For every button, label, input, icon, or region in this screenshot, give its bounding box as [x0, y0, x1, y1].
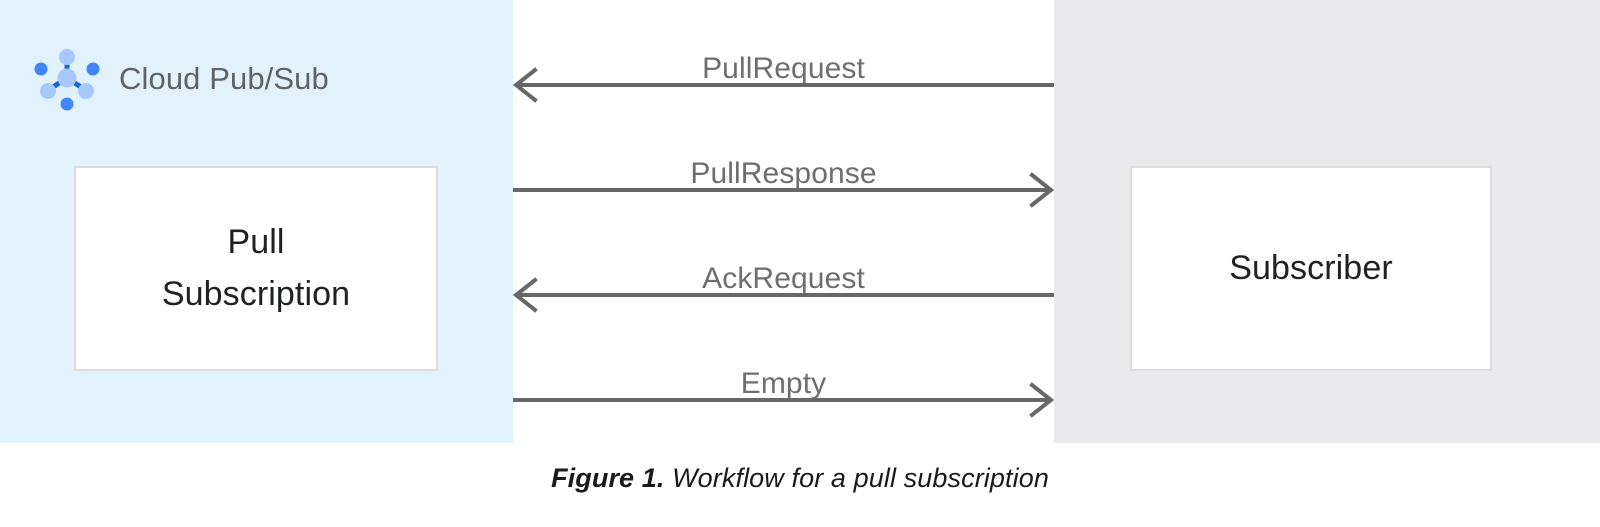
cloud-pubsub-brand: Cloud Pub/Sub [33, 44, 329, 112]
arrow-right-empty [513, 382, 1054, 418]
figure-caption-number: Figure 1 [551, 463, 657, 493]
message-pull-request: PullRequest [513, 30, 1054, 104]
cloud-pubsub-label: Cloud Pub/Sub [119, 60, 329, 96]
message-pull-response: PullResponse [513, 135, 1054, 209]
message-label-ack-request: AckRequest [702, 262, 865, 295]
figure-caption-separator: . [656, 463, 673, 493]
pubsub-icon [33, 44, 101, 112]
subscriber-box: Subscriber [1130, 166, 1492, 371]
figure-caption-text: Workflow for a pull subscription [672, 463, 1049, 493]
message-empty: Empty [513, 345, 1054, 419]
arrow-left-pull-request [513, 67, 1054, 103]
subscriber-label: Subscriber [1229, 248, 1393, 287]
message-flow-panel [513, 0, 1054, 443]
message-ack-request: AckRequest [513, 240, 1054, 314]
arrow-left-ack-request [513, 277, 1054, 313]
pull-subscription-label: Pull Subscription [161, 222, 351, 313]
message-label-empty: Empty [740, 367, 827, 400]
message-label-pull-response: PullResponse [690, 157, 877, 190]
message-label-pull-request: PullRequest [702, 52, 865, 85]
figure-caption: Figure 1. Workflow for a pull subscripti… [0, 462, 1600, 494]
pull-subscription-box: Pull Subscription [74, 166, 438, 371]
arrow-right-pull-response [513, 172, 1054, 208]
